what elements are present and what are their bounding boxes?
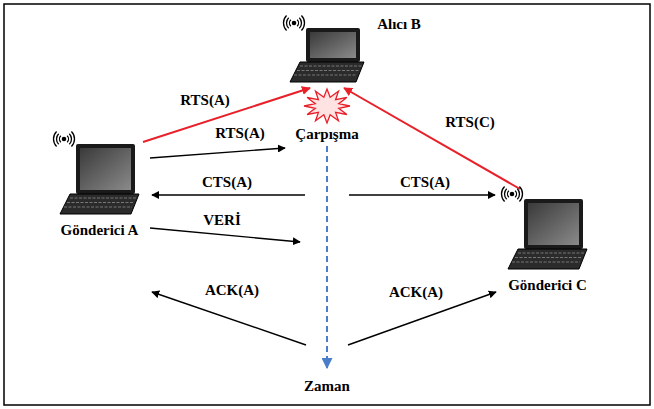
message-label: RTS(A) [213, 125, 266, 141]
wifi-wave [287, 18, 289, 29]
station-label: Alıcı B [376, 16, 422, 33]
message-arrow [152, 292, 306, 345]
wifi-wave [502, 187, 505, 202]
laptop-svg [52, 128, 147, 220]
laptop-keys [70, 198, 137, 199]
wifi-wave [519, 187, 522, 202]
frame-border [4, 4, 650, 405]
wifi-wave [67, 136, 68, 142]
wifi-wave [508, 191, 509, 197]
laptop-icon [284, 16, 365, 82]
laptop-keys [512, 262, 580, 263]
wifi-dot [292, 21, 297, 26]
edge-label: RTS(C) [443, 114, 496, 130]
wifi-wave [299, 18, 301, 29]
message-arrow [150, 148, 285, 158]
message-label: VERİ [201, 212, 243, 228]
time-axis [326, 146, 328, 368]
message-label: ACK(A) [387, 284, 445, 300]
laptop-keys [518, 253, 585, 254]
laptop-icon [502, 187, 588, 269]
laptop-base [290, 62, 364, 82]
wifi-dot [62, 137, 67, 142]
station-node: Alıcı B [282, 12, 372, 88]
rts-arrow [344, 88, 520, 189]
message-arrow [349, 194, 495, 195]
laptop-svg [282, 12, 372, 88]
laptop-keys [294, 75, 357, 76]
message-label: CTS(A) [200, 174, 254, 190]
laptop-screen [80, 148, 131, 190]
wifi-wave [290, 20, 291, 26]
wifi-wave [69, 134, 71, 145]
laptop-base [60, 194, 139, 214]
laptop-screen [310, 32, 356, 58]
wifi-wave [515, 191, 516, 197]
laptop-keys [297, 70, 360, 71]
laptop-icon [54, 132, 140, 214]
laptop-screen-frame [76, 144, 135, 194]
message-arrow [152, 194, 305, 195]
collision-label: Çarpışma [293, 126, 360, 142]
laptop-keys [64, 207, 132, 208]
message-arrow [150, 228, 300, 242]
wifi-wave [297, 20, 298, 26]
wifi-wave [517, 189, 519, 200]
laptop-keys [515, 257, 583, 258]
laptop-svg [500, 183, 595, 275]
message-label: ACK(A) [203, 282, 261, 298]
collision-burst-shape [304, 89, 350, 123]
wifi-dot [510, 192, 515, 197]
station-node: Gönderici C [500, 183, 595, 294]
wifi-wave [301, 16, 304, 31]
laptop-screen-frame [524, 199, 583, 249]
wifi-wave [54, 132, 57, 147]
laptop-screen-frame [306, 28, 360, 62]
station-node: Gönderici A [52, 128, 147, 239]
edge-label: RTS(A) [178, 92, 231, 108]
wifi-wave [60, 136, 61, 142]
wifi-wave [71, 132, 74, 147]
laptop-keys [67, 202, 135, 203]
axis-label: Zaman [302, 378, 352, 394]
laptop-screen [528, 203, 579, 245]
laptop-keys [300, 66, 362, 67]
wifi-wave [57, 134, 59, 145]
station-label: Gönderici C [506, 277, 590, 294]
wifi-wave [505, 189, 507, 200]
wifi-wave [284, 16, 287, 31]
message-label: CTS(A) [398, 174, 452, 190]
laptop-base [508, 249, 587, 269]
station-label: Gönderici A [58, 222, 142, 239]
collision-burst [304, 89, 350, 123]
rts-arrow [143, 88, 310, 142]
